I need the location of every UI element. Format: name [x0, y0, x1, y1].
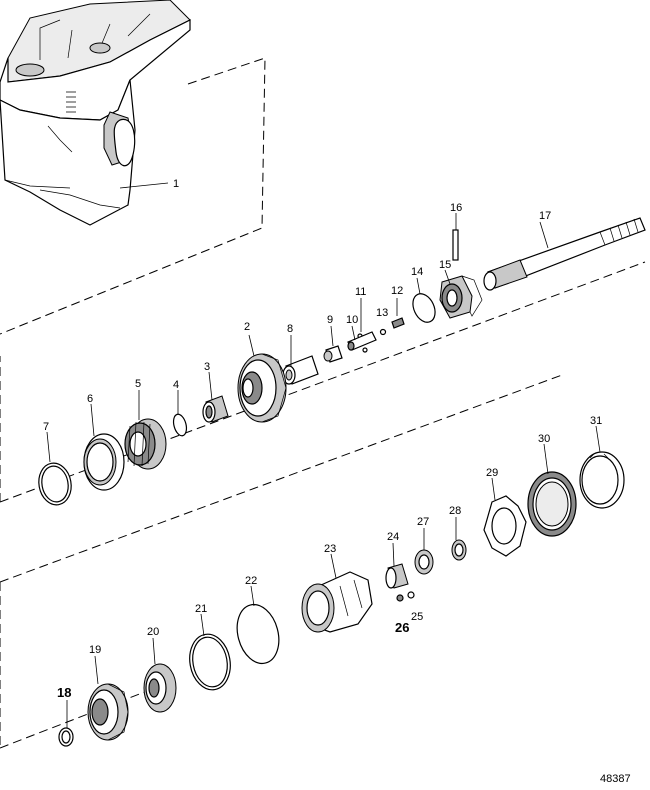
clutch — [439, 275, 483, 319]
bearing-carrier-retainer — [579, 451, 625, 509]
callout-11: 11 — [355, 286, 366, 298]
leader-7 — [46, 431, 51, 463]
tab-washer — [483, 495, 527, 557]
leader-21 — [200, 613, 205, 637]
roller-bearing-20 — [143, 663, 177, 713]
leader-9 — [330, 325, 334, 347]
callout-27: 27 — [417, 516, 429, 528]
callout-15: 15 — [439, 259, 451, 271]
o-ring-22 — [236, 603, 280, 665]
callout-10: 10 — [346, 314, 358, 326]
dowel-26 — [396, 594, 404, 602]
detent-ball — [379, 328, 387, 336]
dowel-25 — [407, 591, 415, 599]
callout-13: 13 — [376, 307, 388, 319]
propeller-shaft — [483, 217, 646, 291]
o-ring-21 — [189, 633, 231, 691]
cross-pin — [452, 229, 459, 261]
needle-bearing-24 — [385, 563, 409, 589]
callout-24: 24 — [387, 531, 399, 543]
leader-22 — [250, 585, 255, 607]
retainer-nut — [527, 471, 577, 537]
callout-23: 23 — [324, 543, 336, 555]
callout-31: 31 — [590, 415, 602, 427]
leader-2 — [248, 334, 255, 357]
callout-7: 7 — [43, 421, 49, 433]
leader-29 — [491, 477, 496, 501]
leader-3 — [208, 371, 213, 401]
bearing-sleeve — [282, 355, 319, 385]
leader-15 — [444, 269, 451, 285]
gear-housing — [0, 0, 191, 226]
tapered-roller-bearing — [124, 418, 167, 470]
callout-2: 2 — [244, 321, 250, 333]
leader-20 — [152, 637, 156, 665]
callout-12: 12 — [391, 285, 403, 297]
bearing-race — [83, 433, 125, 491]
callout-4: 4 — [173, 379, 179, 391]
callout-20: 20 — [147, 626, 159, 638]
leader-1 — [119, 182, 169, 189]
callout-8: 8 — [287, 323, 293, 335]
forward-gear — [87, 683, 129, 741]
reverse-gear — [237, 353, 287, 423]
callout-26: 26 — [395, 620, 409, 635]
callout-29: 29 — [486, 467, 498, 479]
shim — [38, 462, 72, 506]
callout-22: 22 — [245, 575, 257, 587]
callout-9: 9 — [327, 314, 333, 326]
callout-28: 28 — [449, 505, 461, 517]
retaining-ring — [172, 413, 188, 437]
callout-30: 30 — [538, 433, 550, 445]
oil-seal-27 — [414, 549, 434, 575]
callout-14: 14 — [411, 266, 423, 278]
callout-21: 21 — [195, 603, 207, 615]
leader-6 — [90, 403, 95, 437]
roller-bearing-3 — [202, 395, 229, 423]
callout-19: 19 — [89, 644, 101, 656]
callout-18: 18 — [57, 685, 71, 700]
oil-seal-28 — [451, 539, 467, 561]
callout-1: 1 — [173, 178, 179, 190]
callout-17: 17 — [539, 210, 551, 222]
callout-25: 25 — [411, 611, 423, 623]
bearing-carrier — [301, 571, 373, 633]
leader-23 — [330, 553, 337, 579]
cross-pin-retainer-ring — [412, 293, 436, 323]
detent-spring — [391, 317, 405, 329]
leader-31 — [595, 425, 601, 453]
cam-follower-guide — [323, 345, 343, 363]
leader-30 — [543, 443, 549, 475]
leader-24 — [392, 542, 395, 567]
leader-19 — [94, 655, 99, 685]
callout-3: 3 — [204, 361, 210, 373]
callout-16: 16 — [450, 202, 462, 214]
leader-10 — [351, 325, 356, 341]
callout-5: 5 — [135, 378, 141, 390]
thrust-washer — [58, 727, 74, 747]
callout-6: 6 — [87, 393, 93, 405]
leader-17 — [539, 221, 549, 249]
leader-14 — [416, 277, 421, 295]
figure-reference-number: 48387 — [600, 773, 631, 785]
cam-follower — [347, 331, 377, 351]
